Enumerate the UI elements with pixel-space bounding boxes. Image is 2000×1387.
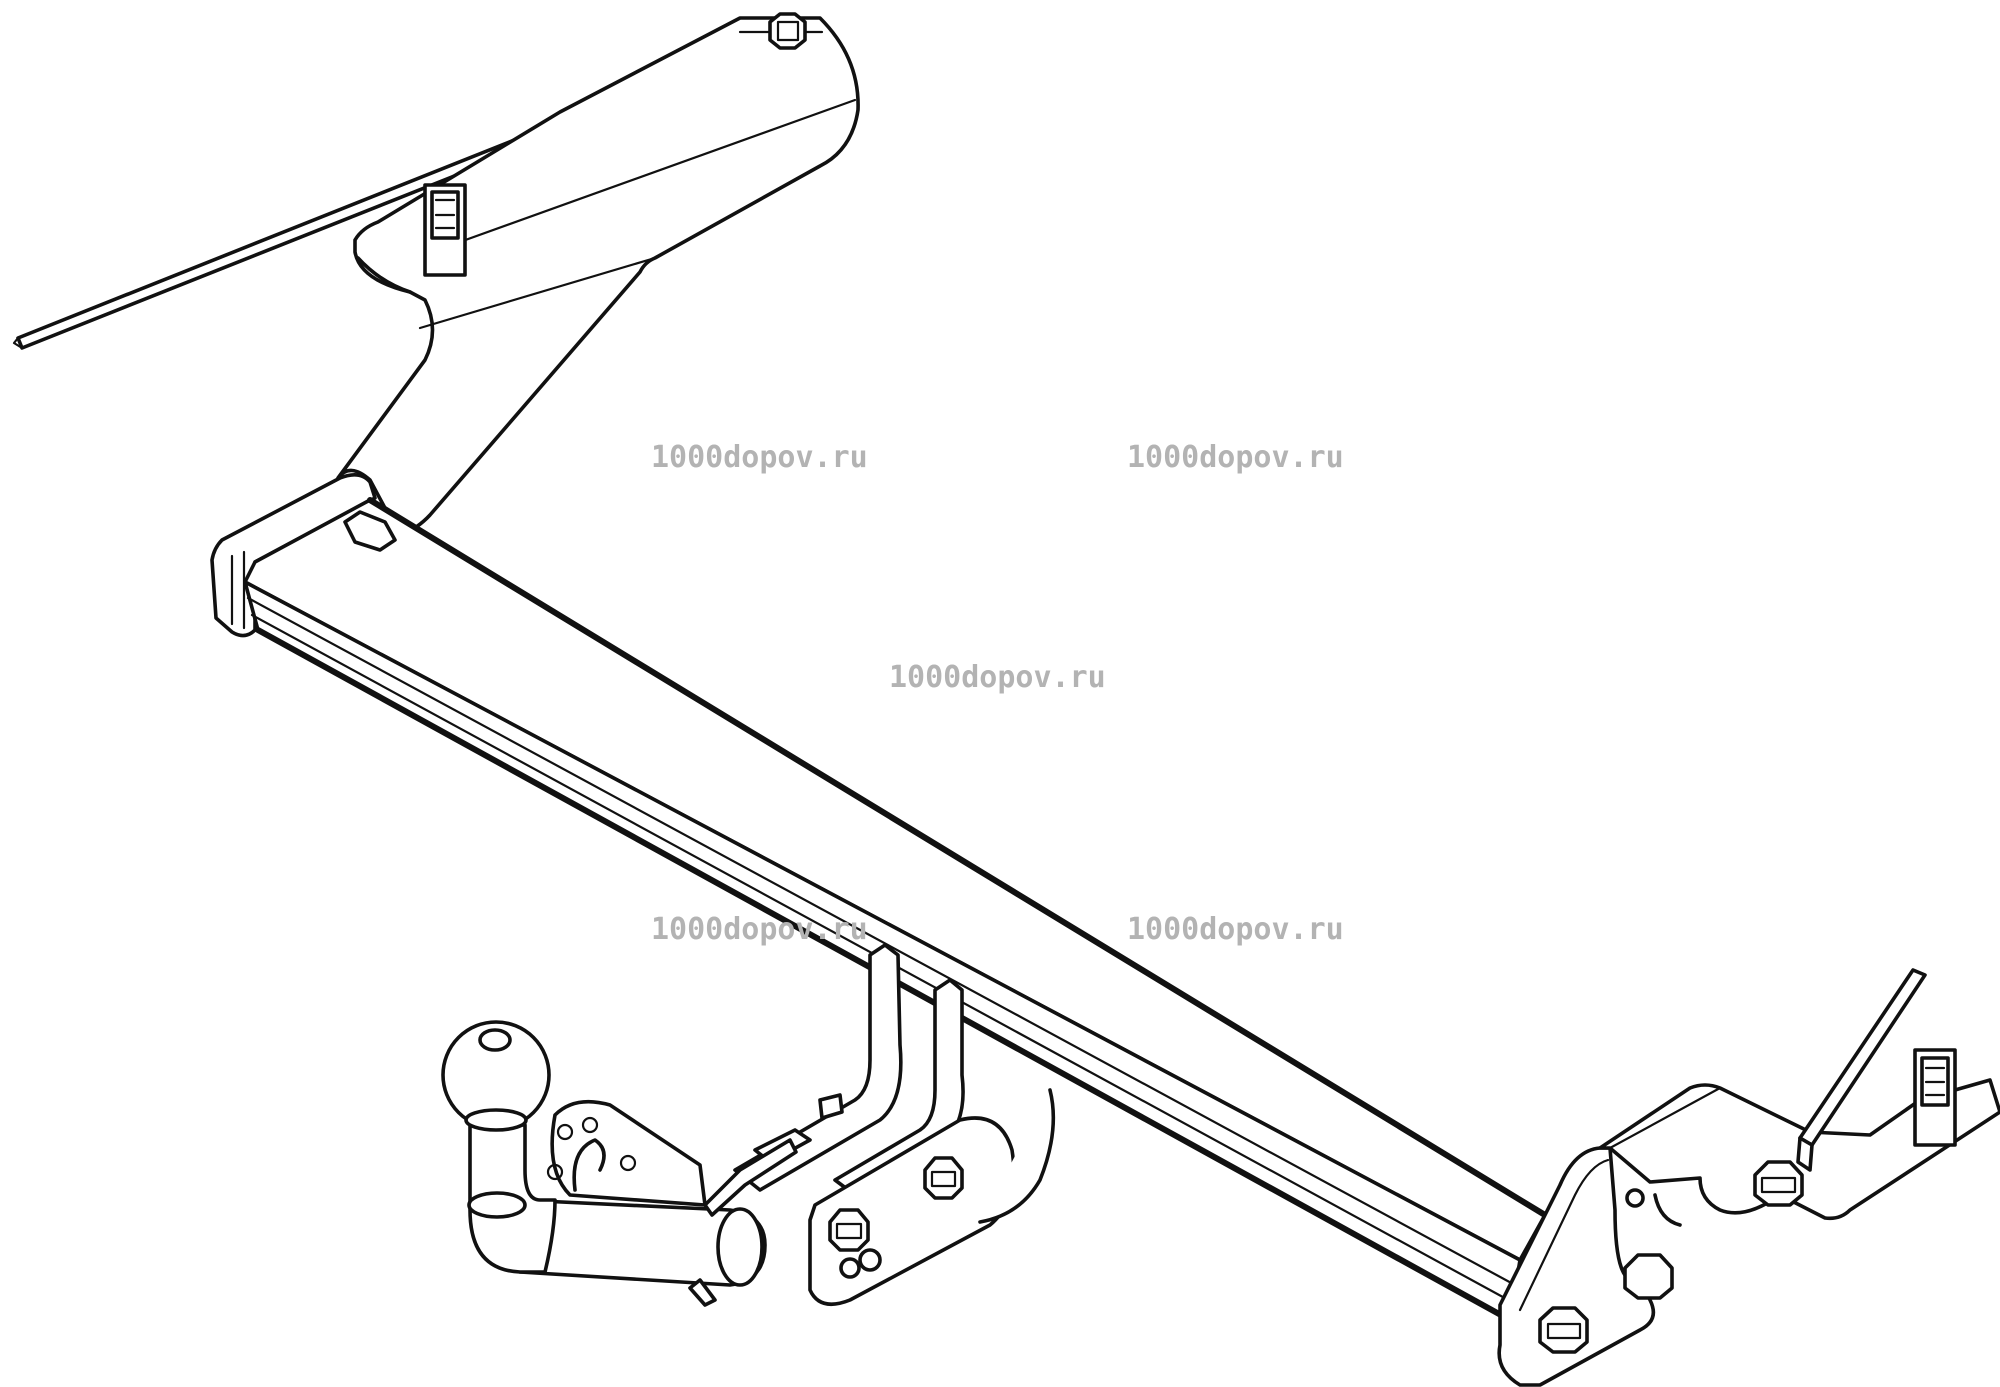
left-mounting-bracket [12, 12, 860, 538]
left-bracket-plate [336, 16, 860, 538]
hitch-hanger-plate-rear [733, 943, 903, 1192]
tow-ball-assembly [441, 1020, 798, 1307]
beam-left-clamp-bolt [343, 510, 397, 552]
receiver-bolt-upper [923, 1156, 964, 1200]
right-bracket-upper-bolt [1753, 1160, 1804, 1207]
tow-ball-flange-plate [550, 1099, 707, 1207]
receiver-curved-housing [978, 1088, 1056, 1224]
left-bracket-top-bolt [768, 12, 807, 50]
right-bracket-side-bolt [1623, 1253, 1674, 1300]
tow-ball-top-cap [478, 1028, 512, 1052]
receiver-bolt-lower [828, 1208, 870, 1252]
receiver-hole-secondary [839, 1257, 861, 1279]
right-bracket-end-bolt [1538, 1306, 1589, 1354]
right-bracket-nut-plate [1913, 1048, 1957, 1147]
receiver-hole [858, 1248, 882, 1272]
left-bracket-nut-plate [423, 183, 467, 277]
right-mounting-bracket [1497, 968, 2000, 1387]
hitch-hanger-plates [733, 943, 1056, 1307]
